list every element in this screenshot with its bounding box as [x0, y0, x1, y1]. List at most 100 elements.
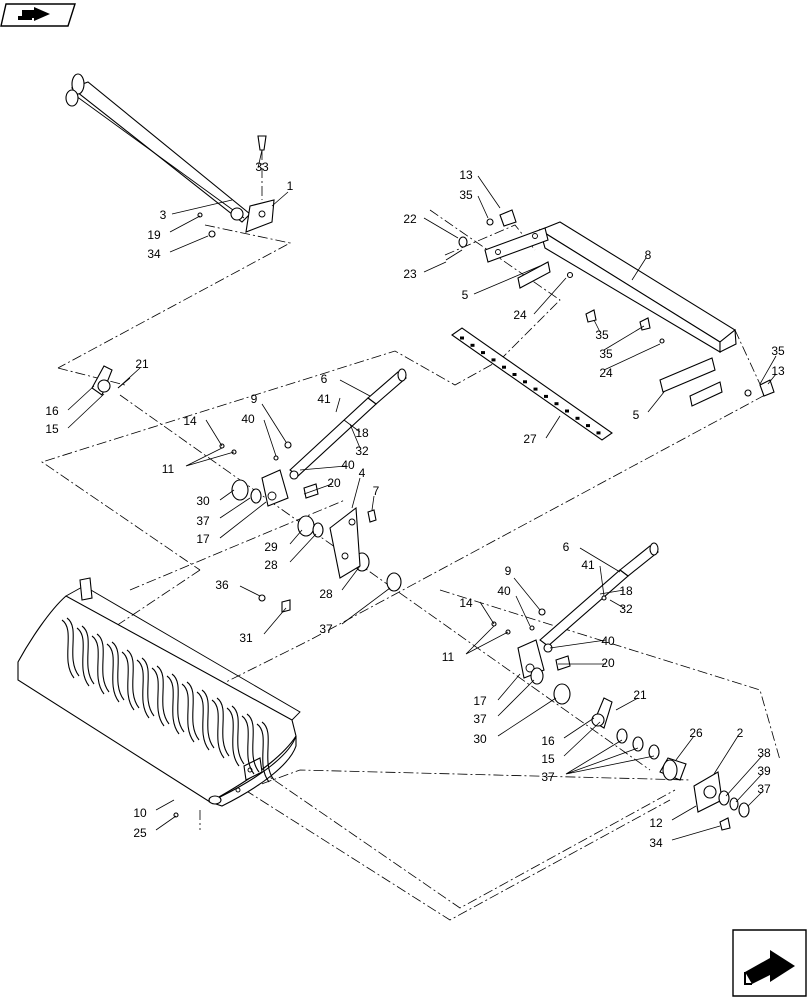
callout-25[interactable]: 25 — [133, 815, 177, 840]
leader-line — [219, 501, 267, 539]
callout-18[interactable]: 18 — [599, 584, 633, 598]
leader-line — [263, 607, 287, 635]
callout-5[interactable]: 5 — [462, 265, 541, 302]
callout-11[interactable]: 11 — [162, 447, 235, 476]
callout-number: 20 — [327, 476, 341, 490]
leader-line — [647, 391, 665, 413]
arrow-back-icon[interactable] — [0, 3, 76, 27]
callout-16[interactable]: 16 — [541, 717, 595, 748]
callout-number: 37 — [473, 712, 487, 726]
callout-26[interactable]: 26 — [675, 726, 703, 761]
callout-14[interactable]: 14 — [183, 414, 223, 447]
callout-number: 29 — [264, 540, 278, 554]
callout-1[interactable]: 1 — [271, 179, 294, 207]
callout-3[interactable]: 3 — [160, 199, 233, 222]
callout-6[interactable]: 6 — [563, 540, 621, 573]
callout-32[interactable]: 32 — [349, 423, 369, 458]
callout-21[interactable]: 21 — [615, 688, 647, 711]
callout-5[interactable]: 5 — [633, 391, 665, 422]
leader-line — [67, 385, 95, 411]
callout-20[interactable]: 20 — [303, 476, 341, 495]
pan-slat-edge — [201, 689, 215, 749]
callout-14[interactable]: 14 — [459, 596, 495, 625]
strip-hole — [470, 343, 475, 347]
callout-40[interactable]: 40 — [549, 634, 615, 649]
callout-13[interactable]: 13 — [767, 364, 785, 385]
callout-40[interactable]: 40 — [241, 412, 277, 457]
callout-7[interactable]: 7 — [371, 484, 380, 511]
callout-15[interactable]: 15 — [541, 721, 601, 766]
callout-8[interactable]: 8 — [631, 248, 652, 281]
callout-19[interactable]: 19 — [147, 215, 201, 242]
callout-35[interactable]: 35 — [759, 344, 785, 385]
callout-30[interactable]: 30 — [196, 489, 235, 508]
callout-6[interactable]: 6 — [321, 372, 371, 397]
tube-part-3 — [65, 73, 251, 223]
callout-number: 18 — [619, 584, 633, 598]
callout-30[interactable]: 30 — [473, 697, 557, 746]
callout-35[interactable]: 35 — [459, 188, 489, 219]
callout-9[interactable]: 9 — [251, 392, 287, 443]
callout-39[interactable]: 39 — [735, 764, 771, 803]
callout-36[interactable]: 36 — [215, 578, 261, 597]
callout-37[interactable]: 37 — [473, 679, 535, 726]
leader-line — [477, 195, 489, 219]
callout-37[interactable]: 37 — [319, 587, 391, 636]
callout-4[interactable]: 4 — [351, 466, 366, 509]
callout-24[interactable]: 24 — [599, 343, 661, 380]
callout-27[interactable]: 27 — [523, 415, 561, 446]
hardware-lower-left — [173, 594, 291, 818]
callout-21[interactable]: 21 — [117, 357, 149, 389]
callout-37[interactable]: 37 — [541, 739, 655, 784]
callout-11[interactable]: 11 — [442, 625, 509, 664]
callout-13[interactable]: 13 — [459, 168, 501, 209]
callout-2[interactable]: 2 — [713, 726, 744, 775]
leader-line — [205, 419, 223, 447]
callout-31[interactable]: 31 — [239, 607, 287, 645]
callout-37[interactable]: 37 — [196, 497, 251, 528]
callout-9[interactable]: 9 — [505, 564, 541, 611]
callout-number: 35 — [599, 347, 613, 361]
pan-slat-edge — [231, 705, 245, 765]
strip-hole — [523, 380, 527, 384]
pan-slat — [211, 699, 225, 759]
callout-29[interactable]: 29 — [264, 529, 303, 554]
callout-24[interactable]: 24 — [513, 277, 567, 322]
leader-line — [219, 497, 251, 519]
pan-slat-edge — [186, 681, 200, 741]
callout-38[interactable]: 38 — [725, 746, 771, 797]
callout-number: 27 — [523, 432, 537, 446]
callout-22[interactable]: 22 — [403, 212, 459, 239]
callout-35[interactable]: 35 — [593, 319, 609, 342]
callout-number: 17 — [196, 532, 210, 546]
callout-37[interactable]: 37 — [747, 782, 771, 807]
callout-41[interactable]: 41 — [317, 392, 341, 413]
callout-20[interactable]: 20 — [558, 656, 615, 670]
rod-part-6-lower — [539, 542, 659, 647]
leader-line — [579, 547, 621, 573]
leader-line — [335, 397, 341, 413]
callout-17[interactable]: 17 — [196, 501, 267, 546]
callout-number: 21 — [633, 688, 647, 702]
callout-10[interactable]: 10 — [133, 799, 175, 820]
callout-17[interactable]: 17 — [473, 673, 521, 708]
callout-number: 15 — [541, 752, 555, 766]
callout-34[interactable]: 34 — [147, 235, 209, 261]
callout-23[interactable]: 23 — [403, 261, 447, 281]
callout-16[interactable]: 16 — [45, 385, 95, 418]
callout-41[interactable]: 41 — [581, 558, 605, 597]
callout-18[interactable]: 18 — [343, 419, 369, 440]
callout-12[interactable]: 12 — [649, 805, 697, 830]
arrow-next-icon[interactable] — [732, 929, 807, 997]
callout-40[interactable]: 40 — [497, 584, 531, 627]
leader-line — [423, 261, 447, 273]
callout-32[interactable]: 32 — [609, 599, 633, 616]
callout-40[interactable]: 40 — [299, 458, 355, 472]
callout-33[interactable]: 33 — [255, 149, 269, 174]
callout-number: 9 — [251, 392, 258, 406]
callout-28[interactable]: 28 — [264, 533, 317, 572]
callout-28[interactable]: 28 — [319, 565, 361, 601]
callout-35[interactable]: 35 — [599, 325, 645, 361]
callout-15[interactable]: 15 — [45, 393, 105, 436]
callout-34[interactable]: 34 — [649, 825, 721, 850]
